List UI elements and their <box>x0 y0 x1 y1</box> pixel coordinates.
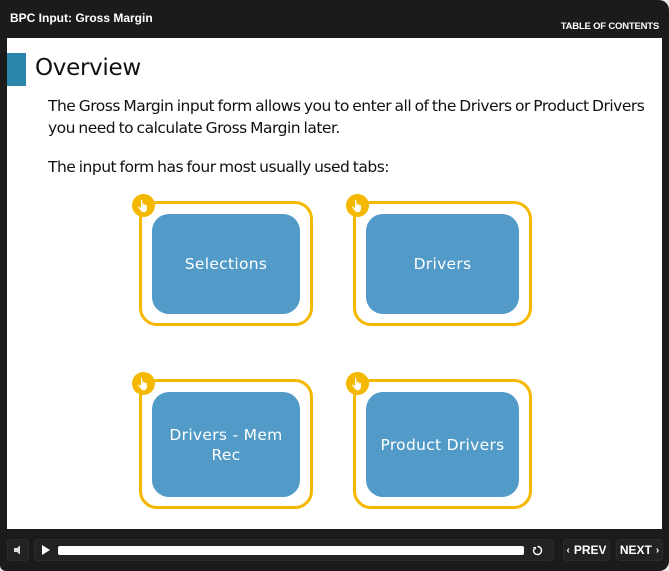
tab-drivers-button[interactable]: Drivers <box>346 194 532 326</box>
play-icon[interactable] <box>42 545 50 555</box>
hand-pointer-icon <box>346 372 369 395</box>
prev-button[interactable]: ‹ PREV <box>563 539 610 561</box>
tab-product-drivers-button[interactable]: Product Drivers <box>346 372 532 509</box>
prev-label: PREV <box>573 543 607 557</box>
chevron-right-icon: › <box>655 544 660 556</box>
hand-pointer-icon <box>132 194 155 217</box>
intro-paragraph: The Gross Margin input form allows you t… <box>48 97 645 137</box>
speaker-icon <box>14 545 20 555</box>
hand-pointer-icon <box>132 372 155 395</box>
table-of-contents-button[interactable]: TABLE OF CONTENTS <box>560 21 659 32</box>
tab-label: Product Drivers <box>366 392 519 497</box>
slide-heading: Overview <box>35 55 141 81</box>
tab-selections-button[interactable]: Selections <box>132 194 313 326</box>
chevron-left-icon: ‹ <box>566 544 570 556</box>
playback-controls: ‹ PREV NEXT › <box>0 535 669 565</box>
playback-bar <box>34 539 554 561</box>
course-title: BPC Input: Gross Margin <box>10 11 153 25</box>
mute-button[interactable] <box>7 539 29 561</box>
heading-accent-bar <box>7 53 26 86</box>
next-label: NEXT <box>619 543 652 557</box>
tab-label: Drivers - Mem Rec <box>152 392 300 497</box>
tab-label: Drivers <box>366 214 519 314</box>
slide-content: Overview The Gross Margin input form all… <box>7 38 662 529</box>
hand-pointer-icon <box>346 194 369 217</box>
tabs-intro-paragraph: The input form has four most usually use… <box>48 158 390 176</box>
next-button[interactable]: NEXT › <box>616 539 663 561</box>
progress-bar[interactable] <box>58 546 524 555</box>
tab-label: Selections <box>152 214 300 314</box>
tab-drivers-mem-rec-button[interactable]: Drivers - Mem Rec <box>132 372 313 509</box>
replay-icon[interactable] <box>532 545 543 556</box>
